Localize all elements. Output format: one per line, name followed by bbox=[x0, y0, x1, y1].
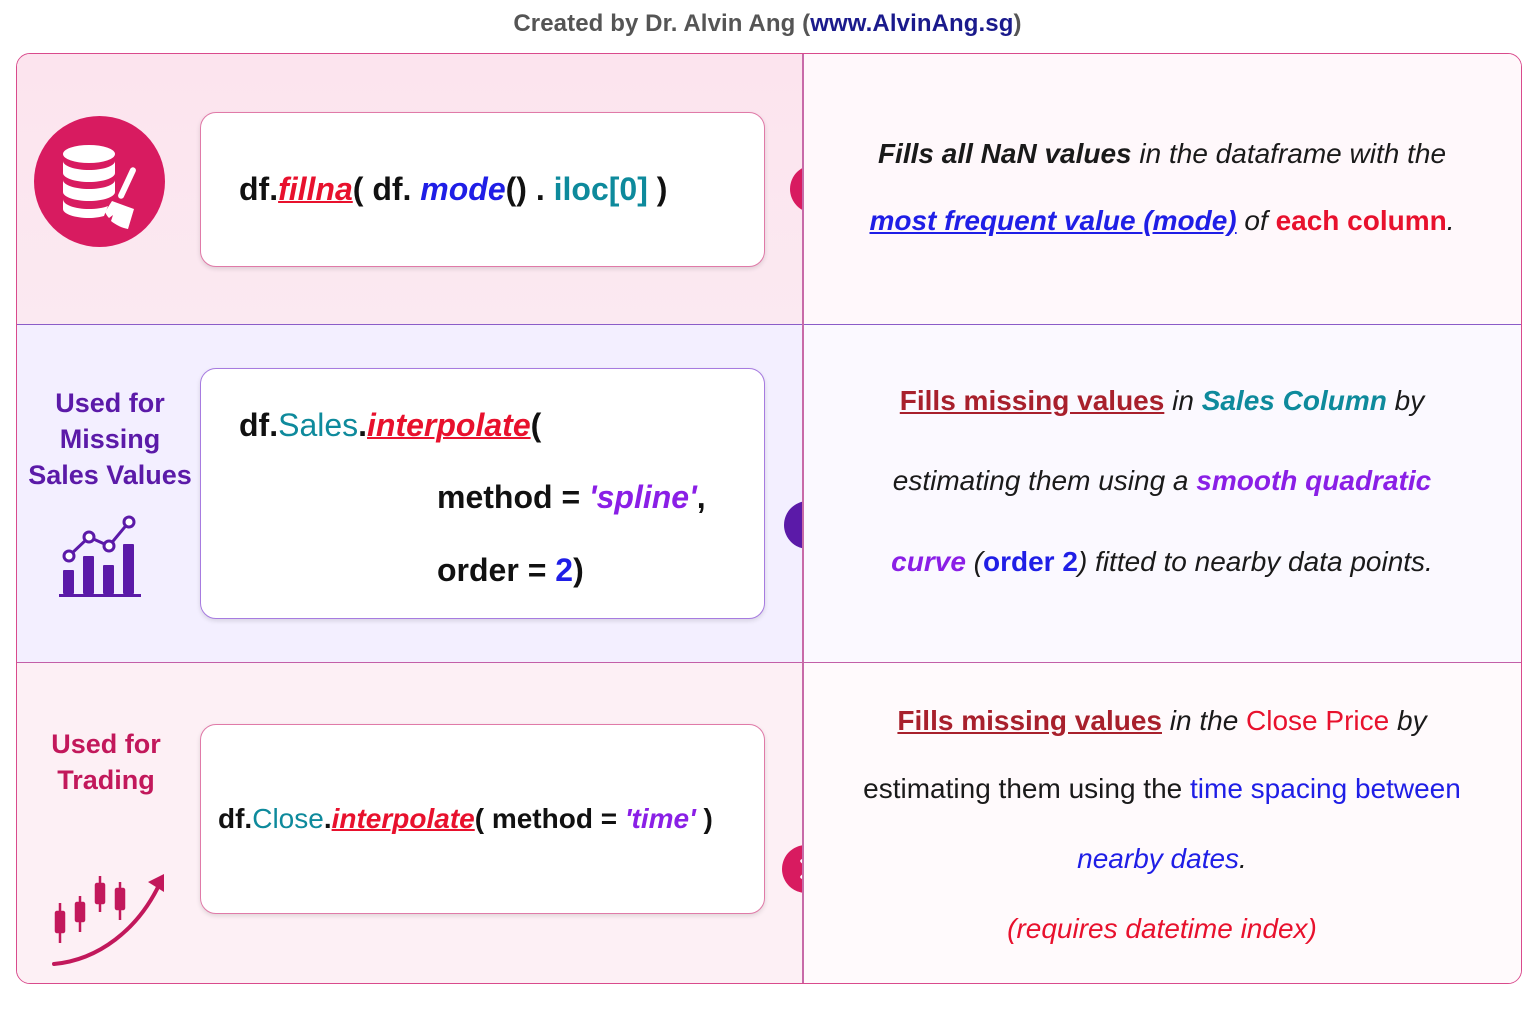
desc-open-paren: ( bbox=[965, 546, 983, 577]
code-line2: method = 'spline', bbox=[437, 479, 706, 516]
attribution-suffix: ) bbox=[1013, 10, 1022, 37]
desc-sales-column: Sales Column bbox=[1201, 385, 1387, 416]
code-method-fillna: fillna bbox=[278, 171, 353, 207]
row-fillna-mode: df.fillna( df. mode() . iloc[0] ) Fills … bbox=[17, 54, 1521, 324]
row2-left-panel: Used for Missing Sales Values bbox=[17, 325, 803, 663]
desc-nearby-dates: nearby dates bbox=[1077, 843, 1240, 874]
code-call-dot: () . bbox=[505, 171, 554, 207]
row-interpolate-time: Used for Trading df.Close.inter bbox=[17, 662, 1521, 983]
spline-description-line3: curve (order 2) fitted to nearby data po… bbox=[803, 546, 1521, 578]
desc-by: by bbox=[1389, 705, 1427, 736]
code-time-value: 'time' bbox=[624, 803, 696, 834]
desc-fills-all-nan: Fills all NaN values bbox=[877, 138, 1132, 169]
desc-of: of bbox=[1236, 205, 1276, 236]
infographic-frame: df.fillna( df. mode() . iloc[0] ) Fills … bbox=[16, 53, 1522, 984]
attribution-header: Created by Dr. Alvin Ang (www.AlvinAng.s… bbox=[0, 10, 1535, 38]
code-close-column: Close bbox=[252, 803, 324, 834]
code-method-interpolate: interpolate bbox=[331, 803, 475, 834]
code-close-paren: ) bbox=[695, 803, 713, 834]
trading-use-label: Used for Trading bbox=[33, 726, 179, 798]
spline-description-line2: estimating them using a smooth quadratic bbox=[803, 465, 1521, 497]
time-description-line3: nearby dates. bbox=[803, 843, 1521, 875]
desc-close-price: Close Price bbox=[1246, 705, 1390, 736]
sales-use-label: Used for Missing Sales Values bbox=[25, 385, 195, 493]
label-used-for: Used for bbox=[51, 729, 161, 759]
desc-in-the: in the bbox=[1161, 705, 1247, 736]
code-iloc: iloc[0] bbox=[553, 171, 648, 207]
desc-by: by bbox=[1386, 385, 1425, 416]
desc-smooth-quadratic: smooth quadratic bbox=[1196, 465, 1432, 496]
desc-fitted-nearby: ) fitted to nearby data points. bbox=[1077, 546, 1433, 577]
fillna-code-box: df.fillna( df. mode() . iloc[0] ) bbox=[200, 112, 765, 267]
row3-right-panel: Fills missing values in the Close Price … bbox=[803, 663, 1521, 983]
code-method-interpolate: interpolate bbox=[367, 407, 531, 443]
code-order-key: order = bbox=[437, 552, 556, 588]
code-close-paren: ) bbox=[647, 171, 668, 207]
bar-line-chart-icon bbox=[57, 510, 147, 600]
label-trading: Trading bbox=[57, 765, 155, 795]
label-used-for: Used for bbox=[55, 388, 165, 418]
desc-curve: curve bbox=[891, 546, 966, 577]
time-description-line1: Fills missing values in the Close Price … bbox=[803, 705, 1521, 737]
desc-fills-missing-values: Fills missing values bbox=[897, 705, 1162, 736]
desc-in: in bbox=[1164, 385, 1202, 416]
row1-left-panel: df.fillna( df. mode() . iloc[0] ) bbox=[17, 54, 803, 324]
code-order-value: 2 bbox=[555, 552, 574, 588]
code-text: df.Close.interpolate( method = 'time' ) bbox=[218, 803, 713, 835]
desc-order-2: order 2 bbox=[983, 546, 1078, 577]
code-method-key: ( method = bbox=[474, 803, 625, 834]
code-df-mode-prefix: ( df. bbox=[352, 171, 421, 207]
time-code-box: df.Close.interpolate( method = 'time' ) bbox=[200, 724, 765, 914]
spline-description-line1: Fills missing values in Sales Column by bbox=[803, 385, 1521, 417]
fillna-description-line2: most frequent value (mode) of each colum… bbox=[803, 205, 1521, 237]
desc-estimating: estimating them using a bbox=[892, 465, 1197, 496]
desc-estimating: estimating them using the bbox=[863, 773, 1190, 804]
desc-most-frequent-value: most frequent value (mode) bbox=[869, 205, 1237, 236]
code-dot: . bbox=[323, 803, 332, 834]
fillna-description-line1: Fills all NaN values in the dataframe wi… bbox=[803, 138, 1521, 170]
desc-period: . bbox=[1239, 843, 1247, 874]
code-method-key: method = bbox=[437, 479, 590, 515]
code-df: df. bbox=[239, 171, 279, 207]
database-broom-icon bbox=[34, 116, 165, 247]
label-missing: Missing bbox=[59, 424, 161, 454]
row-interpolate-spline: Used for Missing Sales Values bbox=[17, 324, 1521, 663]
desc-time-spacing: time spacing between bbox=[1190, 773, 1461, 804]
code-spline-value: 'spline' bbox=[589, 479, 697, 515]
attribution-prefix: Created by Dr. Alvin Ang ( bbox=[513, 10, 811, 37]
desc-requires-datetime-index: (requires datetime index) bbox=[1007, 913, 1317, 944]
code-line1: df.Sales.interpolate( bbox=[239, 407, 541, 444]
row2-right-panel: Fills missing values in Sales Column by … bbox=[803, 325, 1521, 663]
candlestick-trend-icon bbox=[50, 868, 170, 968]
code-df: df. bbox=[239, 407, 279, 443]
time-description-note: (requires datetime index) bbox=[803, 913, 1521, 945]
code-open-paren: ( bbox=[530, 407, 542, 443]
desc-in-dataframe: in the dataframe with the bbox=[1131, 138, 1447, 169]
code-close-paren: ) bbox=[573, 552, 584, 588]
code-mode: mode bbox=[420, 171, 506, 207]
time-description-line2: estimating them using the time spacing b… bbox=[803, 773, 1521, 805]
label-sales-values: Sales Values bbox=[28, 460, 192, 490]
desc-each-column: each column bbox=[1275, 205, 1447, 236]
row1-right-panel: Fills all NaN values in the dataframe wi… bbox=[803, 54, 1521, 324]
code-df: df. bbox=[218, 803, 253, 834]
code-line3: order = 2) bbox=[437, 552, 584, 589]
code-comma: , bbox=[696, 479, 706, 515]
attribution-url[interactable]: www.AlvinAng.sg bbox=[810, 10, 1014, 37]
desc-period: . bbox=[1446, 205, 1455, 236]
row3-left-panel: Used for Trading df.Close.inter bbox=[17, 663, 803, 983]
code-sales-column: Sales bbox=[278, 407, 359, 443]
code-text: df.fillna( df. mode() . iloc[0] ) bbox=[239, 171, 667, 208]
column-divider bbox=[802, 54, 804, 983]
desc-fills-missing-values: Fills missing values bbox=[899, 385, 1165, 416]
code-dot: . bbox=[358, 407, 368, 443]
spline-code-box: df.Sales.interpolate( method = 'spline',… bbox=[200, 368, 765, 619]
